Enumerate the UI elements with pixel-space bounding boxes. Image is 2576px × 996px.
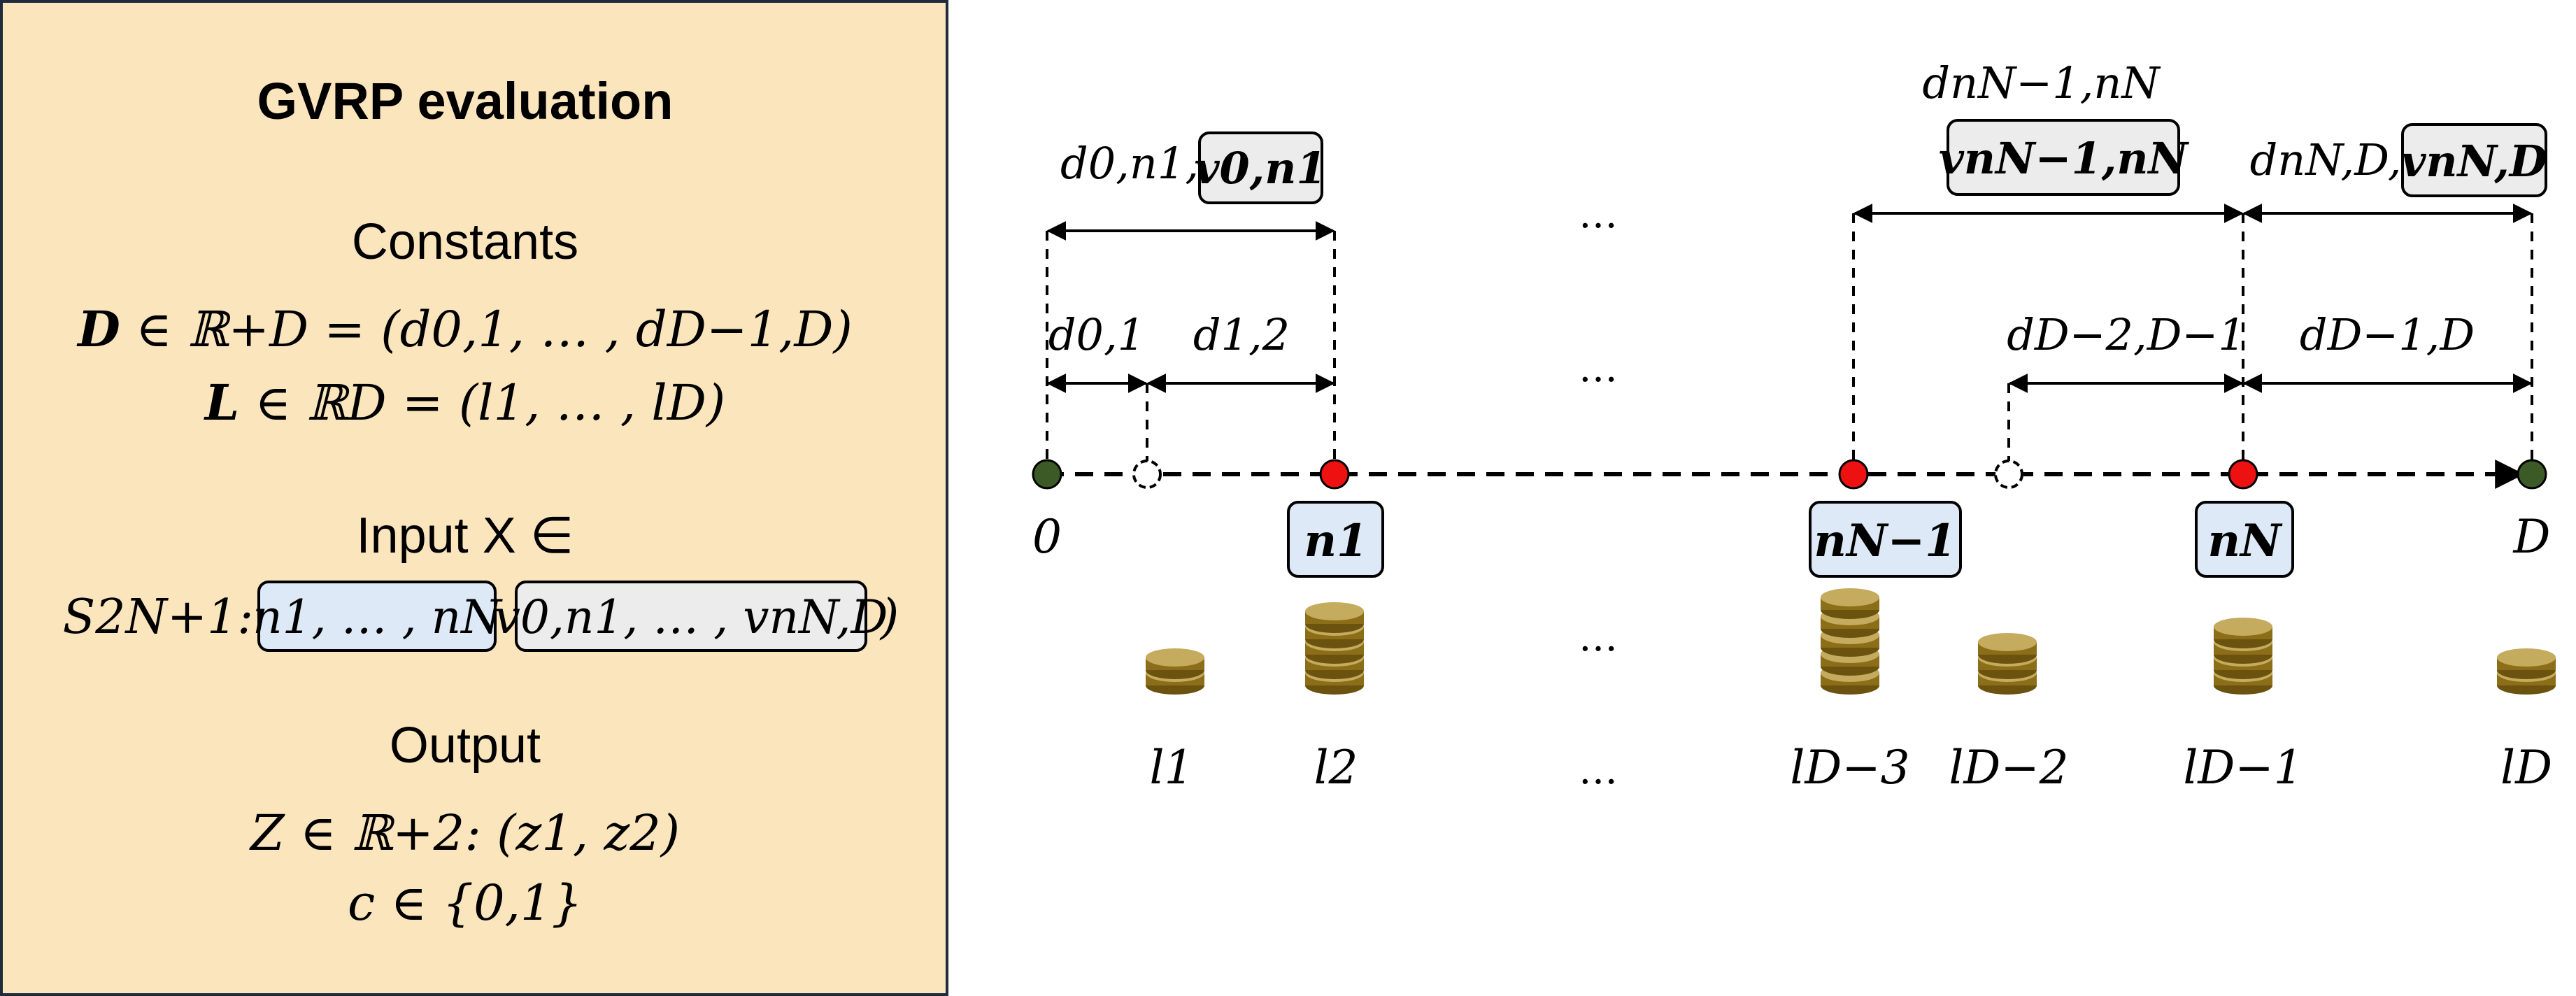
vertical-guides	[1046, 213, 2533, 465]
output-line-1: Z ∈ ℝ+2: (z1, z2)	[249, 804, 680, 862]
panel-background	[0, 0, 948, 996]
customer-n1-node	[1319, 459, 1350, 490]
upper-arrows	[1046, 204, 2533, 241]
load-label-D-3: lD−3	[1790, 741, 1909, 795]
coin-stack-icon	[1305, 602, 1364, 695]
customer-nN-node	[2228, 459, 2258, 490]
ellipsis-middle: …	[1579, 346, 1618, 391]
lower-distance-4: dD−1,D	[2300, 309, 2475, 360]
upper-value-1: v0,n1	[1195, 143, 1327, 194]
input-nodes-text: n1, … , nN	[252, 590, 503, 644]
ellipsis-coins: …	[1579, 615, 1618, 660]
ellipsis-loads: …	[1579, 748, 1618, 793]
end-label: D	[2513, 510, 2551, 564]
ellipsis-upper: …	[1579, 192, 1618, 237]
node-label-nN-1: nN−1	[1814, 515, 1956, 567]
depot-start-node	[1032, 459, 1062, 490]
load-label-D-1: lD−1	[2183, 741, 2303, 795]
coin-stack-icon	[1821, 588, 1879, 695]
constants-heading: Constants	[352, 214, 578, 270]
lower-distance-3: dD−2,D−1	[2007, 309, 2246, 360]
panel-title: GVRP evaluation	[257, 72, 674, 130]
coin-stack-icon	[1978, 633, 2037, 695]
coin-stack-icon	[2497, 648, 2556, 695]
node-label-n1: n1	[1304, 515, 1367, 567]
location-D-2-node	[1994, 460, 2023, 489]
coin-stack-icon	[1146, 648, 1204, 695]
input-heading: Input X ∈	[357, 508, 574, 564]
constants-line-1: D ∈ ℝ+D = (d0,1, … , dD−1,D)	[76, 300, 853, 358]
load-label-2: l2	[1314, 741, 1358, 795]
node-box-nN	[2195, 501, 2294, 578]
upper-value-box-2	[1947, 119, 2180, 196]
input-nodes-box	[257, 581, 497, 652]
location-1-node	[1132, 460, 1162, 489]
lower-distance-1: d0,1	[1048, 309, 1145, 360]
upper-distance-1: d0,n1,	[1060, 138, 1199, 189]
load-label-D-2: lD−2	[1949, 741, 2068, 795]
start-label: 0	[1032, 510, 1062, 564]
upper-value-3: vnN,D	[2400, 136, 2547, 187]
route-diagram: d0,n1, v0,n1 dnN−1,nN vnN−1,nN dnN,D, vn…	[1032, 57, 2556, 795]
load-label-D: lD	[2500, 741, 2552, 795]
load-label-1: l1	[1149, 741, 1193, 795]
coin-stack-icon	[2214, 618, 2272, 695]
upper-value-2: vnN−1,nN	[1939, 133, 2190, 184]
input-values-text: v0,n1, … , vnN,D	[494, 590, 888, 644]
input-set-label: S2N+1: (	[63, 590, 288, 645]
upper-distance-2: dnN−1,nN	[1922, 57, 2161, 108]
input-close-paren: )	[879, 590, 899, 645]
lower-distance-2: d1,2	[1193, 309, 1290, 360]
gvrp-panel: GVRP evaluation Constants D ∈ ℝ+D = (d0,…	[0, 0, 948, 996]
upper-value-box-3	[2401, 123, 2547, 197]
node-box-nN-1	[1809, 501, 1962, 578]
upper-value-box-1	[1198, 131, 1323, 204]
customer-nN-1-node	[1838, 459, 1869, 490]
node-box-n1	[1287, 501, 1384, 578]
constants-line-2: L ∈ ℝD = (l1, … , lD)	[204, 374, 725, 432]
output-line-2: c ∈ {0,1}	[348, 874, 583, 932]
node-label-nN: nN	[2207, 515, 2283, 567]
depot-end-node	[2517, 459, 2547, 490]
output-heading: Output	[390, 718, 541, 774]
upper-distance-3: dnN,D,	[2250, 134, 2402, 185]
input-values-box	[515, 581, 867, 652]
